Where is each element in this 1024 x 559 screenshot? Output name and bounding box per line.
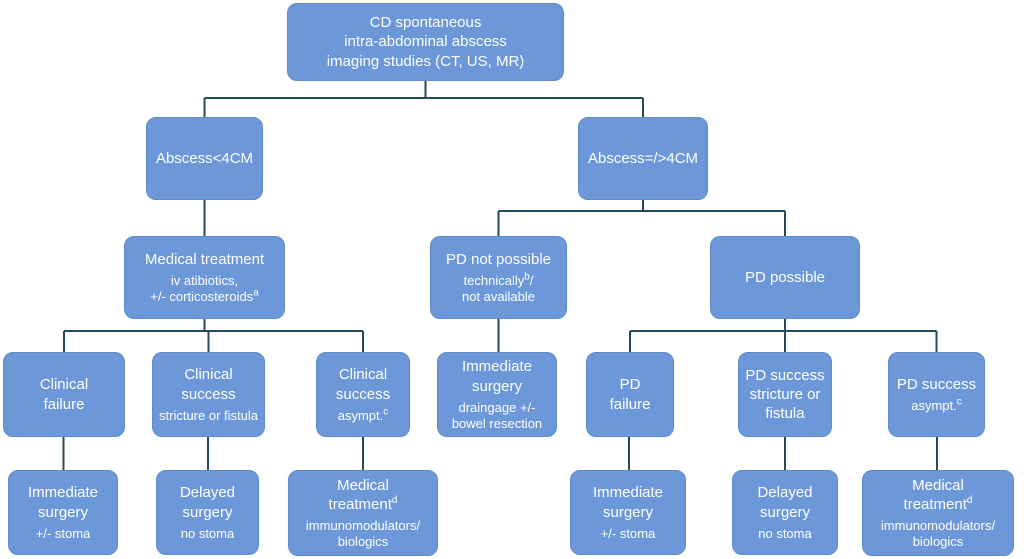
node-root-line1: CD spontaneous [369, 14, 482, 32]
node-abscess-ge4: Abscess=/>4CM [578, 117, 708, 200]
node-title: Clinical success [335, 366, 391, 403]
node-root: CD spontaneous intra-abdominal abscess i… [287, 3, 564, 81]
node-title: Delayed surgery [757, 484, 813, 521]
node-clinical-success-asympt: Clinical success asympt.c [316, 352, 410, 437]
node-immediate-surgery-right: Immediate surgery +/- stoma [570, 470, 686, 555]
node-medical-treatment-d-right: Medical treatmentd immunomodulators/ bio… [862, 470, 1014, 556]
node-pd-failure: PD failure [586, 352, 674, 437]
node-title: Abscess=/>4CM [587, 149, 699, 167]
node-title: Abscess<4CM [155, 149, 254, 167]
node-subtitle: immunomodulators/ biologics [305, 518, 421, 550]
node-root-line3: imaging studies (CT, US, MR) [326, 52, 525, 70]
node-immediate-surgery-left: Immediate surgery +/- stoma [8, 470, 118, 555]
node-title: Medical treatmentd [328, 476, 398, 514]
node-subtitle: immunomodulators/ biologics [880, 518, 996, 550]
node-clinical-success-stricture: Clinical success stricture or fistula [152, 352, 265, 437]
node-title: PD failure [609, 376, 651, 413]
node-title: Immediate surgery [592, 484, 664, 521]
footnote-d: d [391, 495, 398, 507]
node-clinical-failure: Clinical failure [3, 352, 125, 437]
node-subtitle: no stoma [180, 525, 235, 541]
node-delayed-surgery-left: Delayed surgery no stoma [156, 470, 259, 555]
node-subtitle: asympt.c [337, 406, 389, 423]
footnote-c: c [956, 396, 962, 408]
node-title: Medical treatment [144, 251, 265, 269]
node-subtitle: iv atibiotics, +/- corticosteroidsa [150, 273, 259, 305]
node-pd-not-possible: PD not possible technicallyb/ not availa… [430, 236, 567, 319]
node-title: Immediate surgery [461, 358, 533, 395]
node-subtitle: technicallyb/ not available [462, 271, 535, 305]
footnote-d: d [966, 495, 973, 507]
node-subtitle: +/- stoma [600, 525, 656, 541]
node-delayed-surgery-right: Delayed surgery no stoma [732, 470, 838, 555]
node-subtitle: asympt.c [911, 396, 962, 414]
node-medical-treatment: Medical treatment iv atibiotics, +/- cor… [124, 236, 285, 319]
footnote-c: c [383, 406, 389, 418]
node-title: Delayed surgery [179, 484, 236, 521]
node-pd-possible: PD possible [710, 236, 860, 319]
node-title: Clinical failure [39, 376, 89, 413]
node-title: Clinical success [181, 366, 236, 403]
node-title: PD not possible [445, 251, 552, 269]
footnote-b: b [524, 271, 530, 283]
node-title: PD success stricture or fistula [745, 366, 825, 423]
footnote-a: a [253, 287, 259, 299]
node-title: Medical treatmentd [903, 476, 973, 514]
node-title: Immediate surgery [27, 484, 99, 521]
node-subtitle: draingage +/- bowel resection [451, 399, 543, 431]
node-title: PD possible [744, 268, 826, 286]
node-medical-treatment-d-left: Medical treatmentd immunomodulators/ bio… [288, 470, 438, 556]
node-abscess-lt4: Abscess<4CM [146, 117, 263, 200]
node-pd-success-asympt: PD success asympt.c [888, 352, 985, 437]
node-pd-success-stricture: PD success stricture or fistula [738, 352, 832, 437]
node-root-line2: intra-abdominal abscess [344, 33, 507, 51]
node-immediate-surgery-drainage: Immediate surgery draingage +/- bowel re… [437, 352, 557, 437]
node-title: PD success [896, 375, 977, 393]
node-subtitle: stricture or fistula [159, 407, 258, 423]
node-subtitle: +/- stoma [35, 525, 91, 541]
node-subtitle: no stoma [758, 525, 812, 541]
